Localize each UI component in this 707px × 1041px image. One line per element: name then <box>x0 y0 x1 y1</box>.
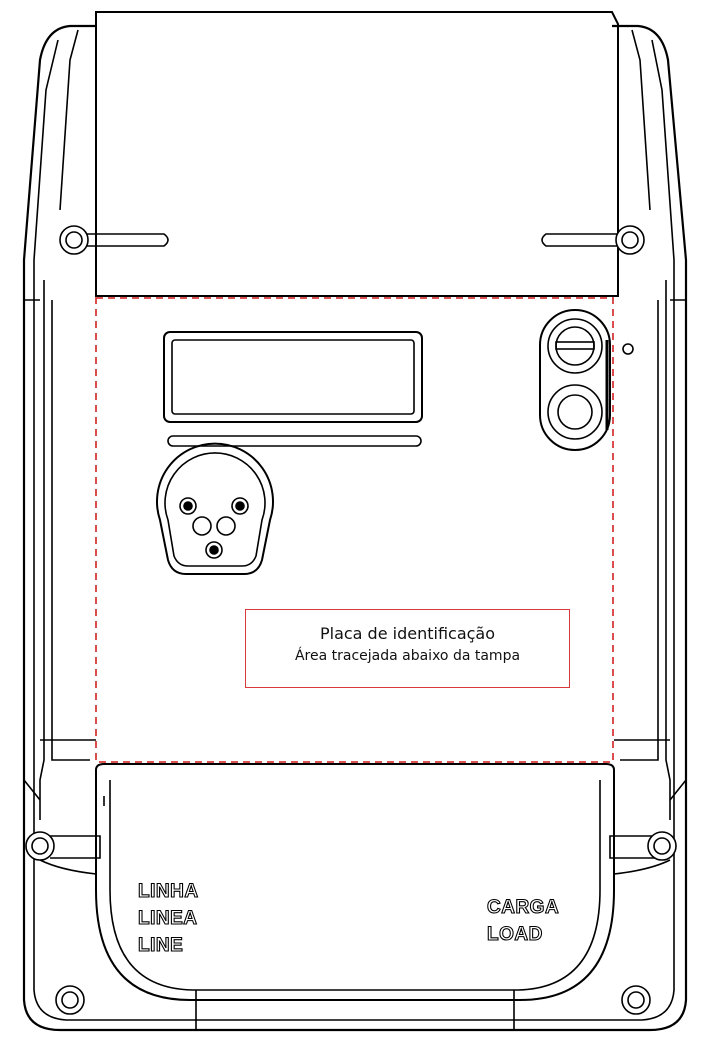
label-line-pt: LINHA <box>138 881 199 902</box>
optical-port-icon <box>547 318 603 374</box>
label-line-es: LINEA <box>138 908 198 929</box>
mounting-screw-icon <box>25 831 55 861</box>
label-load-en: LOAD <box>487 924 543 945</box>
mounting-screw-icon <box>55 985 85 1015</box>
label-line-en: LINE <box>138 935 183 956</box>
lcd-underline-bar <box>167 435 422 447</box>
lcd-display-icon <box>163 331 423 423</box>
mounting-screw-icon <box>615 225 645 255</box>
mounting-screw-icon <box>621 985 651 1015</box>
nameplate-dashed-area <box>95 297 614 763</box>
mounting-screw-icon <box>647 831 677 861</box>
label-load-pt: CARGA <box>487 897 559 918</box>
callout-subtitle: Área tracejada abaixo da tampa <box>294 648 521 664</box>
seal-icon <box>622 343 634 355</box>
optical-connector-icon <box>156 442 274 575</box>
upper-left-slot <box>86 233 169 247</box>
terminal-cover <box>95 763 615 1001</box>
body-outline <box>22 24 688 1032</box>
top-cover <box>95 11 619 297</box>
callout-title: Placa de identificação <box>319 624 496 643</box>
mounting-screw-icon <box>59 225 89 255</box>
push-button-icon <box>547 384 603 440</box>
upper-right-slot <box>541 233 620 247</box>
nameplate-callout: Placa de identificação Área tracejada ab… <box>245 609 570 688</box>
